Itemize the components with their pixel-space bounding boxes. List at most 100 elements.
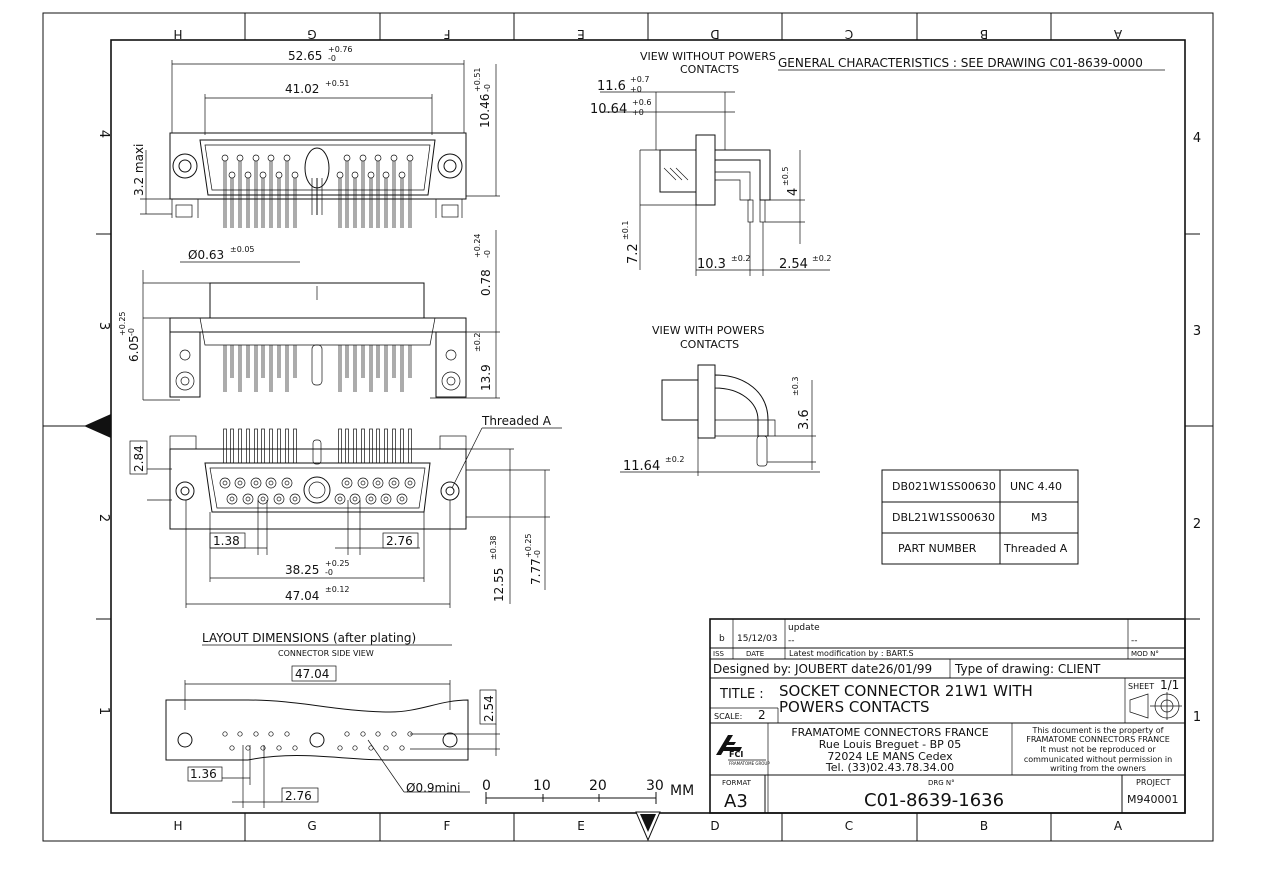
svg-text:-0: -0	[483, 250, 492, 258]
svg-text:B: B	[980, 819, 988, 833]
layout-title: LAYOUT DIMENSIONS (after plating)	[202, 631, 416, 645]
svg-text:1.38: 1.38	[213, 534, 240, 548]
column-labels: H G F E D C B A H G F E D C B A	[173, 27, 1122, 833]
svg-text:72024 LE MANS Cedex: 72024 LE MANS Cedex	[827, 750, 953, 763]
svg-text:3: 3	[1193, 324, 1201, 339]
svg-text:12.55: 12.55	[492, 568, 506, 602]
svg-text:writing from the owners: writing from the owners	[1050, 764, 1146, 773]
svg-text:G: G	[307, 27, 316, 41]
svg-text:FRAMATOME CONNECTORS FRANCE: FRAMATOME CONNECTORS FRANCE	[791, 726, 988, 739]
format-value: A3	[724, 791, 748, 812]
svg-text:VIEW WITH POWERS: VIEW WITH POWERS	[652, 324, 764, 337]
svg-text:2.54: 2.54	[482, 695, 496, 722]
svg-text:+0.51: +0.51	[473, 67, 482, 92]
svg-text:-0: -0	[127, 328, 136, 336]
svg-text:Ø0.63: Ø0.63	[188, 248, 224, 262]
svg-text:FCI: FCI	[729, 750, 743, 759]
center-mark-left	[84, 414, 111, 438]
svg-text:2: 2	[758, 708, 766, 722]
svg-text:VIEW WITHOUT POWERS: VIEW WITHOUT POWERS	[640, 50, 776, 63]
svg-text:TITLE :: TITLE :	[719, 687, 764, 702]
svg-text:52.65: 52.65	[288, 49, 322, 63]
svg-text:4: 4	[786, 188, 801, 196]
svg-text:D: D	[710, 819, 719, 833]
svg-text:This document is the property: This document is the property of	[1032, 726, 1164, 735]
front-view-dims: Threaded A 2.84 1.38 2.76 38.25 +0.25 -0…	[129, 414, 562, 608]
project-number: M940001	[1127, 793, 1178, 806]
svg-text:±0.2: ±0.2	[731, 254, 750, 263]
svg-text:SHEET: SHEET	[1128, 682, 1154, 691]
svg-text:+0.51: +0.51	[325, 79, 350, 88]
svg-text:Threaded A: Threaded A	[1003, 542, 1068, 555]
svg-text:+0.6: +0.6	[632, 98, 651, 107]
svg-text:C: C	[845, 27, 853, 41]
svg-text:10.3: 10.3	[697, 257, 726, 272]
svg-text:B: B	[980, 27, 988, 41]
svg-text:DATE: DATE	[746, 650, 764, 658]
svg-text:MM: MM	[670, 783, 694, 799]
svg-text:2: 2	[96, 514, 111, 522]
svg-text:+0: +0	[630, 85, 642, 94]
svg-text:Threaded A: Threaded A	[481, 414, 552, 428]
svg-text:MOD N°: MOD N°	[1131, 650, 1159, 658]
svg-text:3: 3	[96, 322, 111, 330]
part-row-header: PART NUMBER	[898, 542, 977, 555]
section-with-powers: VIEW WITH POWERS CONTACTS 3.6 ±0.3 11.64…	[620, 324, 820, 476]
svg-text:H: H	[173, 27, 182, 41]
svg-text:Ø0.9mini: Ø0.9mini	[406, 781, 461, 795]
svg-text:20: 20	[589, 778, 607, 794]
svg-text:47.04: 47.04	[295, 667, 329, 681]
svg-text:C: C	[845, 819, 853, 833]
svg-text:UNC 4.40: UNC 4.40	[1010, 480, 1062, 493]
svg-text:47.04: 47.04	[285, 589, 319, 603]
svg-text:E: E	[577, 819, 585, 833]
svg-text:+0.25: +0.25	[325, 559, 350, 568]
svg-text:FRAMATOME GROUP: FRAMATOME GROUP	[729, 761, 770, 766]
svg-text:13.9: 13.9	[479, 364, 493, 391]
svg-text:±0.5: ±0.5	[781, 167, 790, 186]
svg-text:10.64: 10.64	[590, 102, 627, 117]
top-view-dims: 52.65 +0.76 -0 41.02 +0.51 10.46 +0.51 -…	[132, 45, 500, 263]
svg-text:+0: +0	[632, 108, 644, 117]
svg-text:11.64: 11.64	[623, 459, 660, 474]
svg-text:2.76: 2.76	[386, 534, 413, 548]
svg-text:-0: -0	[328, 54, 336, 63]
scale-bar: 0 10 20 30 MM	[482, 778, 694, 804]
svg-text:2: 2	[1193, 517, 1201, 532]
svg-text:4: 4	[1193, 131, 1201, 146]
svg-text:11.6: 11.6	[597, 79, 626, 94]
svg-text:DRG N°: DRG N°	[928, 779, 955, 787]
svg-text:E: E	[577, 27, 585, 41]
svg-text:10: 10	[533, 778, 551, 794]
svg-text:F: F	[443, 27, 450, 41]
designed-by: Designed by: JOUBERT date26/01/99	[713, 662, 932, 676]
svg-text:±0.2: ±0.2	[473, 333, 482, 352]
svg-text:38.25: 38.25	[285, 563, 319, 577]
svg-text:Latest modification by : BART: Latest modification by : BART.S	[789, 649, 914, 658]
svg-text:2.84: 2.84	[132, 445, 146, 472]
svg-text:±0.05: ±0.05	[230, 245, 255, 254]
svg-text:FRAMATOME CONNECTORS FRANCE: FRAMATOME CONNECTORS FRANCE	[1026, 735, 1170, 744]
layout-dimensions: LAYOUT DIMENSIONS (after plating) CONNEC…	[165, 631, 500, 808]
svg-text:CONTACTS: CONTACTS	[680, 338, 739, 351]
svg-text:A: A	[1113, 27, 1122, 41]
svg-text:6.05: 6.05	[127, 335, 141, 362]
svg-text:±0.2: ±0.2	[665, 455, 684, 464]
svg-text:±0.3: ±0.3	[791, 377, 800, 396]
svg-text:2.54: 2.54	[779, 257, 808, 272]
svg-text:+0.7: +0.7	[630, 75, 649, 84]
svg-text:update: update	[788, 623, 820, 633]
svg-text:--: --	[788, 636, 795, 646]
front-view	[169, 428, 467, 530]
top-view	[169, 132, 467, 228]
svg-text:--: --	[1131, 636, 1138, 646]
svg-text:H: H	[173, 819, 182, 833]
svg-text:-0: -0	[533, 550, 542, 558]
svg-text:communicated without permissio: communicated without permission in	[1024, 755, 1172, 764]
svg-text:F: F	[444, 819, 451, 833]
svg-text:4: 4	[96, 130, 111, 138]
svg-text:A: A	[1114, 819, 1123, 833]
svg-text:G: G	[307, 819, 316, 833]
title-block: b 15/12/03 update -- -- ISS DATE Latest …	[709, 618, 1186, 814]
